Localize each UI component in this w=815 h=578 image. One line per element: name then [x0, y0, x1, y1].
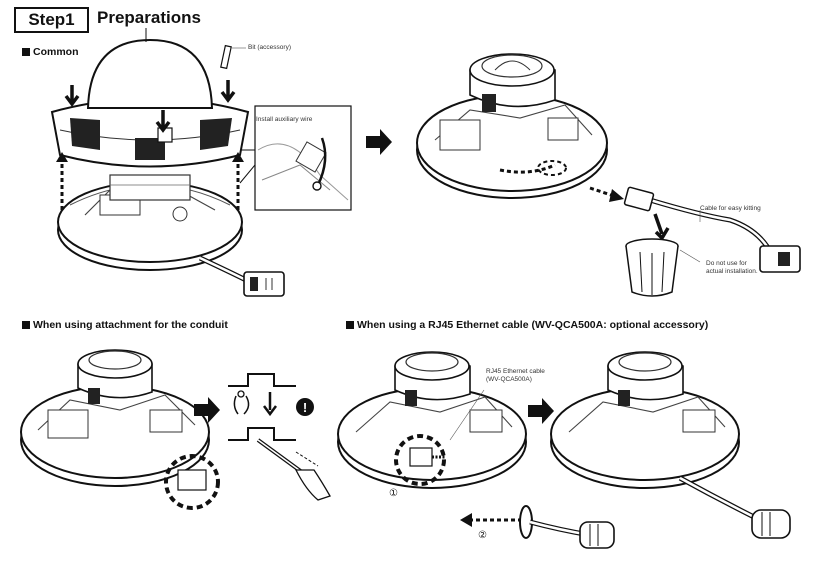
- camera-exploded-view: [50, 28, 285, 297]
- do-not-use-line-2: actual installation.: [706, 268, 758, 276]
- camera-assembled-view: [416, 53, 624, 202]
- page-title: Preparations: [97, 8, 201, 27]
- easy-kitting-cable-label: Cable for easy kitting: [700, 205, 761, 212]
- do-not-use-note: Do not use for actual installation.: [706, 260, 758, 276]
- section-common-label: Common: [33, 46, 79, 58]
- step-marker-2: ②: [478, 530, 487, 541]
- camera-rj45-after: [550, 351, 791, 539]
- square-bullet-icon: [22, 321, 30, 329]
- easy-kitting-cable: [623, 186, 801, 273]
- next-step-arrow-icon: [194, 397, 220, 423]
- rj45-cable-line-2: (WV-QCA500A): [486, 376, 532, 384]
- bit-accessory-label: Bit (accessory): [248, 44, 291, 51]
- section-common: Common: [22, 46, 79, 58]
- square-bullet-icon: [22, 48, 30, 56]
- step-label: Step1: [14, 7, 89, 33]
- section-conduit-label: When using attachment for the conduit: [33, 319, 228, 331]
- cutting-procedure-icon: [228, 373, 331, 501]
- do-not-use-line-1: Do not use for: [706, 260, 747, 267]
- rj45-cable-label: RJ45 Ethernet cable (WV-QCA500A): [486, 368, 545, 384]
- next-step-arrow-icon: [366, 129, 392, 155]
- section-rj45-label: When using a RJ45 Ethernet cable (WV-QCA…: [357, 319, 709, 331]
- next-step-arrow-icon: [528, 398, 554, 424]
- rj45-cable-line-1: RJ45 Ethernet cable: [486, 368, 545, 375]
- section-rj45: When using a RJ45 Ethernet cable (WV-QCA…: [346, 319, 708, 331]
- rj45-insert-arrow: [460, 505, 615, 549]
- warning-icon: !: [296, 398, 314, 416]
- section-conduit: When using attachment for the conduit: [22, 319, 228, 331]
- warning-mark: !: [303, 400, 307, 415]
- step-marker-1: ①: [389, 488, 398, 499]
- camera-conduit-view: [20, 349, 220, 510]
- square-bullet-icon: [346, 321, 354, 329]
- aux-wire-label: Install auxiliary wire: [256, 116, 313, 123]
- aux-wire-inset: [239, 105, 352, 211]
- camera-rj45-before: [337, 351, 527, 489]
- trash-can-icon: [625, 213, 701, 297]
